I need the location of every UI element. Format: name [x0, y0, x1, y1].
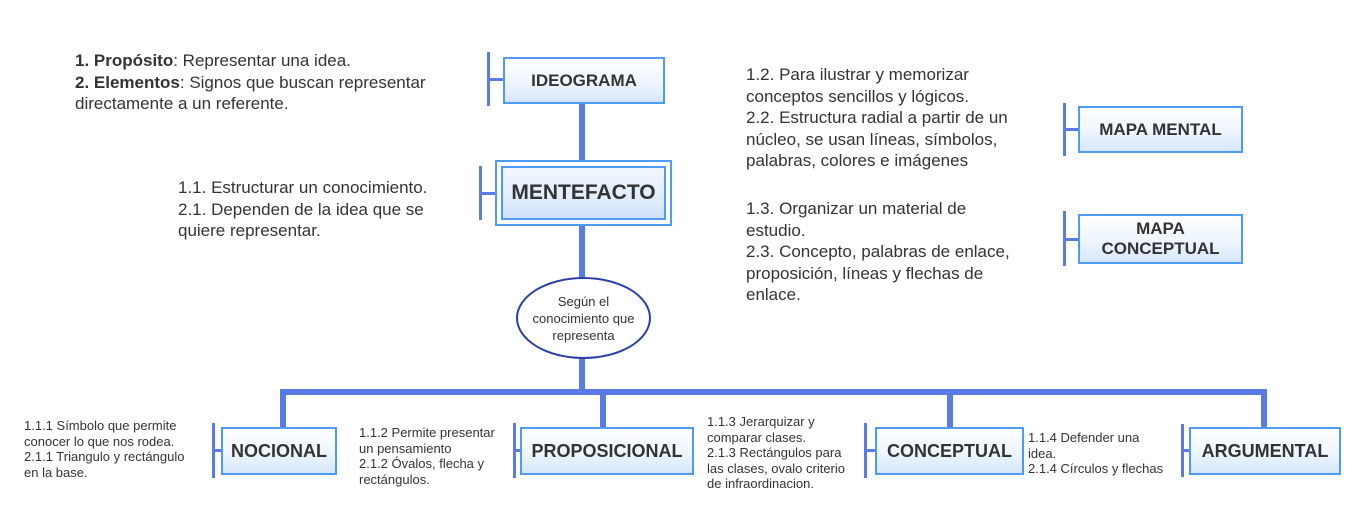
node-label: MENTEFACTO [511, 181, 656, 204]
note-conceptual: 1.1.3 Jerarquizar y comparar clases. 2.1… [707, 414, 845, 491]
note-line: 2. Elementos: Signos que buscan represen… [75, 72, 426, 92]
node-nocional[interactable]: NOCIONAL [221, 427, 337, 475]
node-proposicional[interactable]: PROPOSICIONAL [520, 427, 694, 475]
note-bracket-tick-mentefacto [479, 192, 496, 195]
note-mentefacto: 1.1. Estructurar un conocimiento. 2.1. D… [178, 178, 428, 240]
note-argumental: 1.1.4 Defender una idea. 2.1.4 Círculos … [1028, 430, 1164, 476]
node-mapa-mental[interactable]: MAPA MENTAL [1078, 106, 1243, 153]
node-label: PROPOSICIONAL [531, 440, 683, 461]
connector-bus-nocional [280, 389, 286, 429]
node-label: ARGUMENTAL [1201, 440, 1329, 461]
node-label: MAPA MENTAL [1099, 119, 1222, 139]
node-label-line: CONCEPTUAL [1101, 239, 1220, 258]
connector-bus-argumental [1261, 389, 1267, 429]
node-label-line: MAPA [1136, 219, 1185, 238]
note-proposicional: 1.1.2 Permite presentar un pensamiento 2… [359, 425, 495, 487]
note-ideograma: 1. Propósito: Representar una idea. 2. E… [75, 50, 426, 115]
connector-mentefacto-criterion [579, 224, 585, 280]
node-mentefacto[interactable]: MENTEFACTO [495, 160, 672, 226]
node-conceptual[interactable]: CONCEPTUAL [875, 427, 1024, 475]
note-line: 1. Propósito: Representar una idea. [75, 51, 351, 70]
note-bracket-tick-argumental [1181, 449, 1190, 452]
note-nocional: 1.1.1 Símbolo que permite conocer lo que… [24, 418, 185, 480]
node-label: NOCIONAL [231, 440, 327, 461]
note-mapa-conceptual: 1.3. Organizar un material de estudio. 2… [746, 199, 1010, 304]
note-bracket-tick-conceptual [864, 449, 876, 452]
connector-bus [280, 389, 1267, 395]
criterion-ellipse[interactable]: Según el conocimiento que representa [516, 277, 651, 359]
note-bracket-tick-proposicional [513, 449, 521, 452]
note-bracket-tick-ideograma [487, 78, 504, 81]
connector-bus-conceptual [947, 389, 953, 429]
note-bracket-tick-mapa-conceptual [1063, 238, 1079, 241]
connector-ideograma-mentefacto [579, 102, 585, 162]
note-bracket-tick-nocional [212, 449, 222, 452]
note-bracket-tick-mapa-mental [1063, 128, 1079, 131]
connector-bus-proposicional [600, 389, 606, 429]
node-label: IDEOGRAMA [531, 70, 637, 90]
criterion-label: Según el conocimiento que representa [532, 293, 635, 343]
note-line: directamente a un referente. [75, 94, 289, 113]
connector-criterion-bus [579, 356, 585, 394]
node-label: CONCEPTUAL [887, 440, 1012, 461]
node-mapa-conceptual[interactable]: MAPA CONCEPTUAL [1078, 214, 1243, 264]
node-ideograma[interactable]: IDEOGRAMA [503, 57, 665, 104]
note-mapa-mental: 1.2. Para ilustrar y memorizar conceptos… [746, 65, 1008, 170]
node-argumental[interactable]: ARGUMENTAL [1189, 427, 1341, 475]
